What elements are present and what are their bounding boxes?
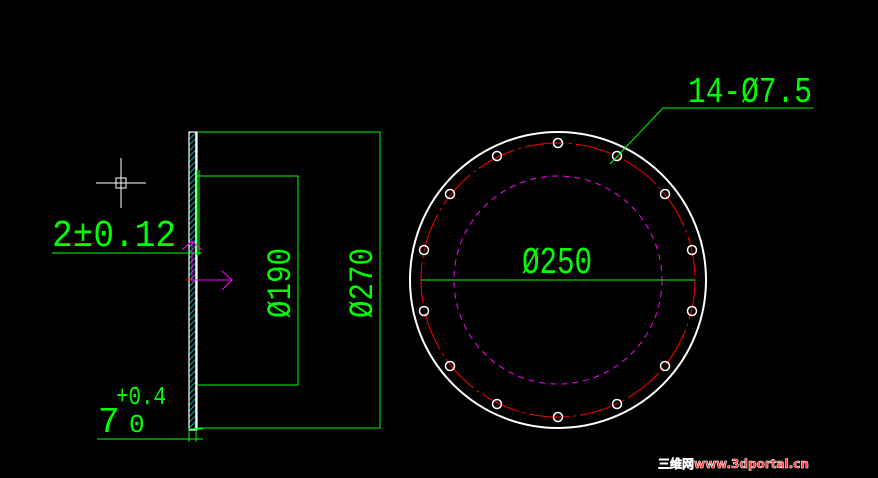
dia-270-extension: [197, 131, 381, 429]
dia-270-text: Ø270: [345, 248, 383, 318]
dia-190-extension: [197, 175, 299, 386]
tolerance-base-text: 7: [98, 402, 120, 443]
bolt-holes: [418, 137, 698, 423]
dia-190-text: Ø190: [263, 248, 301, 318]
holes-callout-text: 14-Ø7.5: [688, 72, 812, 113]
tolerance-upper-text: +0.4: [116, 382, 166, 412]
dia-250-text: Ø250: [522, 242, 592, 285]
watermark-text: 三维网www.3dportal.cn: [658, 457, 810, 472]
thickness-dimension-text: 2±0.12: [52, 215, 176, 258]
tolerance-lower-text: 0: [129, 410, 145, 440]
crosshair-cursor-icon: [96, 158, 146, 208]
side-view: 2±0.12 Ø190 Ø270 7 +0.4 0: [52, 131, 383, 443]
flange-outer-circle: [409, 131, 707, 429]
front-view: Ø250 14-Ø7.5: [409, 72, 813, 429]
plate-section: [188, 131, 198, 431]
holes-callout-leader: [609, 107, 813, 165]
ucs-arrow-icon: [181, 240, 233, 291]
